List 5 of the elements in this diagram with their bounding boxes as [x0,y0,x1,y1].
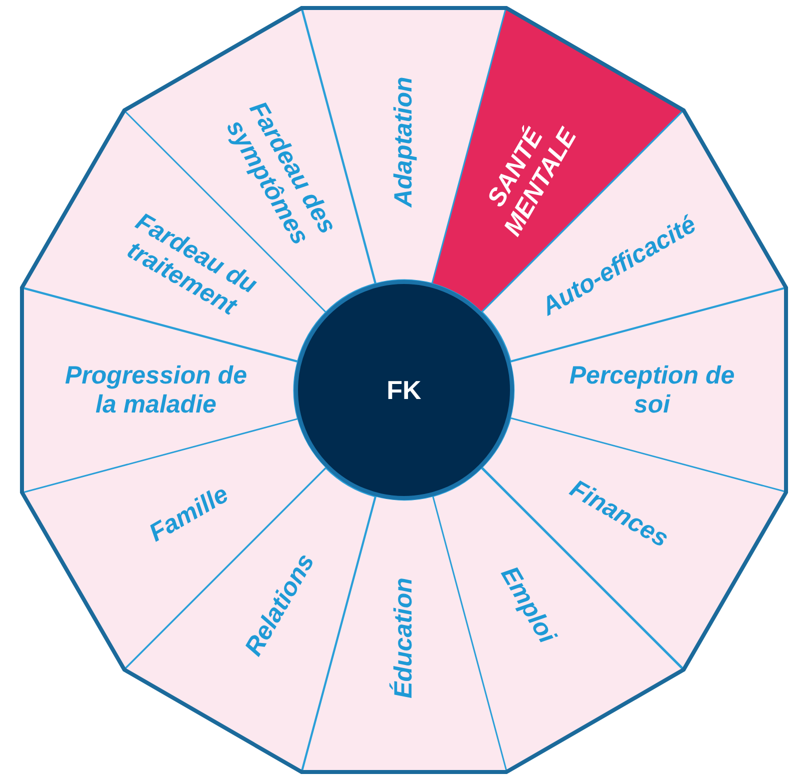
segment-label: Progression de la maladie [64,361,248,419]
center-label: FK [386,374,422,406]
segment-label: Adaptation [390,76,418,210]
segment-label: Perception de soi [568,361,736,419]
segment-label: Éducation [390,576,418,700]
